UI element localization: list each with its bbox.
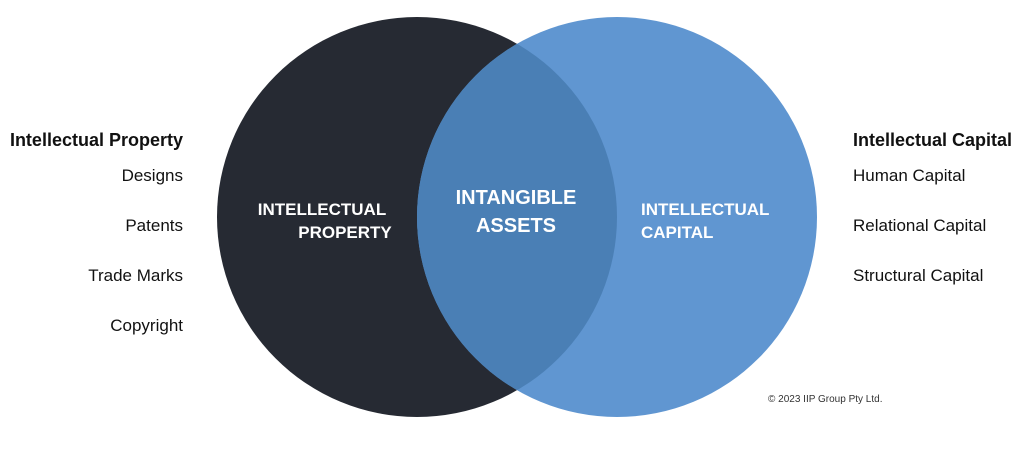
- intellectual-capital-list: Intellectual Capital Human Capital Relat…: [853, 126, 1024, 301]
- list-item-copyright: Copyright: [110, 316, 183, 335]
- intangible-assets-overlap: [417, 17, 617, 417]
- intellectual-property-heading: Intellectual Property: [9, 130, 183, 150]
- list-item-human-capital: Human Capital: [853, 166, 966, 185]
- list-item-structural-capital: Structural Capital: [853, 266, 984, 285]
- intellectual-property-list: Intellectual Property Designs Patents Tr…: [0, 126, 183, 351]
- list-item-patents: Patents: [125, 216, 183, 235]
- right-circle-label-line-1: INTELLECTUAL: [641, 200, 769, 219]
- copyright-notice: © 2023 IIP Group Pty Ltd.: [768, 394, 883, 405]
- left-circle-label-line-2: PROPERTY: [298, 223, 392, 242]
- list-item-relational-capital: Relational Capital: [853, 216, 987, 235]
- intellectual-capital-heading: Intellectual Capital: [853, 130, 1013, 150]
- overlap-label-line-2: ASSETS: [476, 215, 556, 237]
- overlap-label-line-1: INTANGIBLE: [456, 187, 577, 209]
- list-item-designs: Designs: [121, 166, 183, 185]
- left-circle-label-line-1: INTELLECTUAL: [258, 200, 386, 219]
- right-circle-label-line-2: CAPITAL: [641, 223, 713, 242]
- list-item-trade-marks: Trade Marks: [88, 266, 183, 285]
